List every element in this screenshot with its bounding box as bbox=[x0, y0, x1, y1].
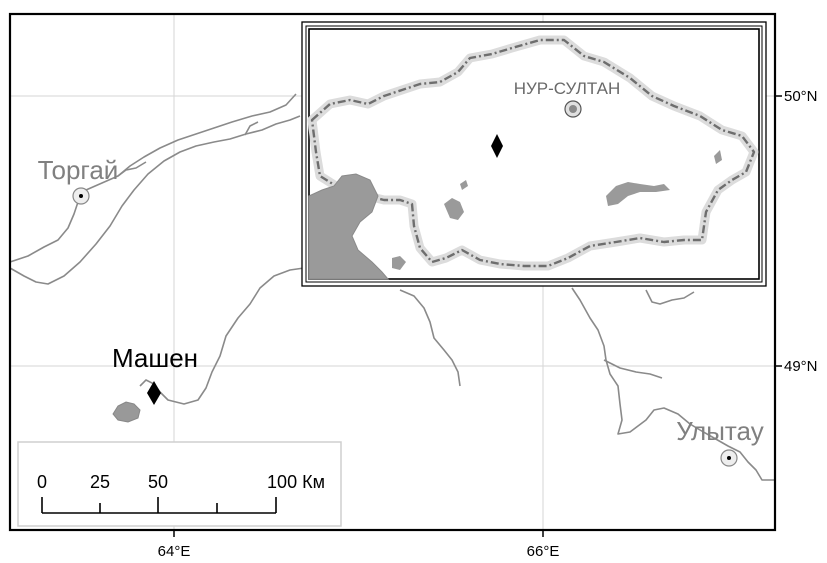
lon-label-66: 66°E bbox=[527, 543, 560, 560]
map-frame bbox=[8, 12, 777, 532]
lon-label-64: 64°E bbox=[158, 543, 191, 560]
inset-map: НУР-СУЛТАН bbox=[301, 21, 767, 287]
torgai-label: Торгай bbox=[38, 155, 119, 185]
caspian-sea bbox=[308, 173, 390, 280]
small-lake bbox=[392, 256, 406, 270]
lat-label-50: 50°N bbox=[784, 88, 818, 105]
capital-icon bbox=[564, 100, 582, 118]
scale-tick-25: 25 bbox=[90, 472, 110, 492]
scale-tick-100: 100 Км bbox=[267, 472, 325, 492]
scale-tick-0: 0 bbox=[37, 472, 47, 492]
rivers bbox=[9, 93, 774, 481]
small-lake bbox=[460, 180, 468, 190]
small-lake bbox=[714, 150, 722, 164]
mashen-label: Машен bbox=[112, 343, 198, 373]
mashen-inset-marker bbox=[491, 134, 503, 158]
lake bbox=[112, 401, 141, 423]
scale-tick-50: 50 bbox=[148, 472, 168, 492]
scale-bar: 0 25 50 100 Км bbox=[17, 441, 342, 527]
country-border bbox=[310, 38, 756, 268]
mashen-site-marker bbox=[147, 381, 161, 405]
ulytau-label: Улытау bbox=[676, 416, 763, 446]
balkhash-lake bbox=[606, 182, 670, 206]
capital-label: НУР-СУЛТАН bbox=[514, 79, 621, 98]
lat-label-49: 49°N bbox=[784, 358, 818, 375]
ulytau-town-icon bbox=[720, 449, 738, 467]
torgai-town-icon bbox=[72, 187, 90, 205]
coordinate-ticks bbox=[173, 95, 782, 537]
aral-sea bbox=[444, 198, 464, 220]
